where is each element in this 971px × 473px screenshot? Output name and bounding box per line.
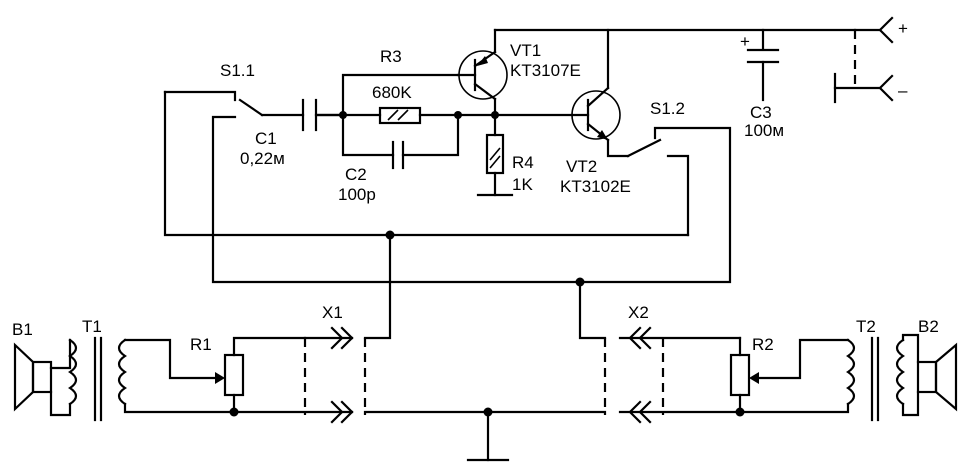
connector-x2: X2	[578, 280, 742, 424]
b1-label: B1	[12, 320, 33, 339]
x2-label: X2	[628, 303, 649, 322]
switch-s1-2: S1.2	[211, 99, 732, 284]
r2-label: R2	[752, 335, 774, 354]
battery-minus-label: –	[898, 81, 908, 100]
r1-label: R1	[190, 335, 212, 354]
vt1-part: KT3107E	[510, 61, 581, 80]
resistor-r1: R1	[190, 335, 307, 417]
s1-1-label: S1.1	[220, 61, 255, 80]
vt2-part: KT3102E	[560, 177, 631, 196]
ground-bus	[363, 407, 607, 462]
resistor-r3	[378, 106, 422, 125]
t2-label: T2	[856, 317, 876, 336]
c2-value: 100р	[338, 185, 376, 204]
r4-value: 1K	[512, 175, 533, 194]
transformer-t2: T2	[738, 317, 920, 422]
b2-label: B2	[918, 317, 939, 336]
resistor-r2: R2	[729, 335, 774, 417]
r3-value: 680K	[372, 83, 412, 102]
t1-label: T1	[82, 317, 102, 336]
c3-label: C3	[750, 103, 772, 122]
s1-2-label: S1.2	[650, 99, 685, 118]
x1-label: X1	[322, 303, 343, 322]
speaker-b1: B1	[12, 320, 53, 412]
r3-label: R3	[380, 47, 402, 66]
capacitor-c3: + C3 100м	[740, 32, 784, 140]
r4-label: R4	[512, 153, 534, 172]
c3-value: 100м	[744, 121, 784, 140]
battery-plus-label: +	[898, 19, 908, 38]
capacitor-c1: C1 0,22м	[240, 98, 345, 168]
switch-s1-1: S1.1	[163, 61, 690, 237]
power-rail	[493, 28, 857, 90]
transistor-vt2: VT2 KT3102E	[560, 86, 631, 196]
vt2-label: VT2	[566, 157, 597, 176]
c2-label: C2	[345, 165, 367, 184]
transistor-vt1: VT1 KT3107E	[456, 41, 581, 101]
c1-label: C1	[255, 129, 277, 148]
vt1-label: VT1	[510, 41, 541, 60]
connector-x1: X1	[232, 233, 392, 424]
transformer-t1: T1	[49, 317, 237, 422]
speaker-b2: B2	[916, 317, 958, 412]
bias-network: R3 680K C2 100р	[316, 47, 499, 204]
c3-polarity: +	[740, 32, 750, 51]
vt1-collector-net: R4 1K	[476, 97, 574, 197]
battery-terminals: + –	[833, 16, 908, 104]
c1-value: 0,22м	[240, 149, 285, 168]
